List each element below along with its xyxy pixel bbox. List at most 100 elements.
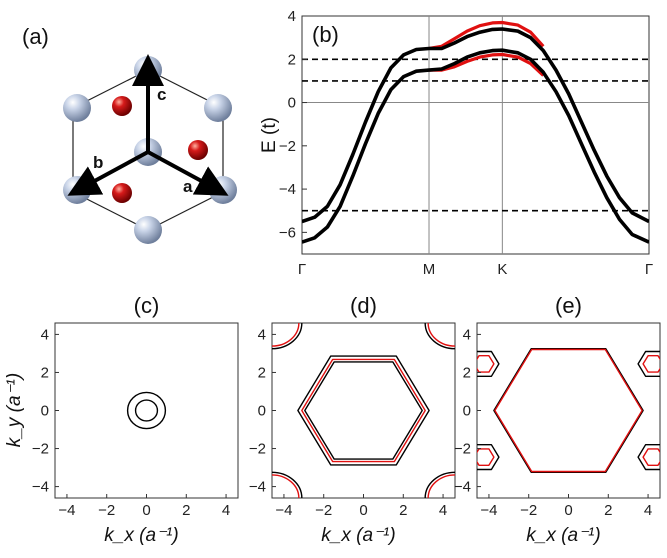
- x-tick-label: 2: [399, 502, 407, 519]
- y-tick-label: 2: [463, 364, 471, 381]
- contour-plot-d: −4 −4 −2 −2 0 0 2 2 4 4 (d) k_x (a⁻¹): [249, 293, 456, 546]
- contour-plot-c: −4 −4 −2 −2 0 0 2 2 4 4 (c) k_x (a⁻¹): [32, 293, 239, 546]
- y-tick-label: 4: [288, 8, 296, 25]
- x-tick-label: 2: [182, 502, 190, 519]
- fermi-hexagon-black: [297, 355, 430, 466]
- y-tick-label: −2: [32, 441, 49, 458]
- x-tick-label: 2: [604, 502, 612, 519]
- side-pocket-black: [637, 444, 660, 471]
- panel-label-d: (d): [350, 293, 377, 318]
- x-tick-label: 0: [142, 502, 150, 519]
- y-tick-label: −2: [279, 138, 296, 155]
- band-line-black: [302, 27, 649, 224]
- y-tick-label: 4: [258, 326, 266, 343]
- x-tick-label: −4: [58, 502, 75, 519]
- kx-axis-label: k_x (a⁻¹): [526, 525, 600, 546]
- corner-pocket-black: [424, 471, 455, 498]
- y-tick-label: −4: [249, 479, 266, 496]
- x-tick-label: −4: [275, 502, 292, 519]
- corner-pocket-red: [427, 474, 455, 498]
- x-tick-label: 4: [222, 502, 230, 519]
- corner-pocket-red: [272, 474, 300, 498]
- y-axis-label: E (t): [259, 117, 280, 153]
- atom-blue: [134, 216, 162, 244]
- atom-blue: [63, 94, 91, 122]
- x-tick-label: Γ: [645, 261, 653, 278]
- panel-label-b: (b): [312, 22, 339, 47]
- lattice-vector-b: [67, 150, 149, 196]
- corner-pocket-red: [427, 323, 455, 347]
- label-vector-c: c: [157, 85, 166, 104]
- y-tick-label: 4: [41, 326, 49, 343]
- y-tick-label: 0: [463, 403, 471, 420]
- contour-plot-e: −4 −4 −2 −2 0 0 2 2 4 4 (e) k_x (a⁻¹): [454, 293, 661, 546]
- y-axis-ticks: 420−2−4−6: [279, 8, 307, 241]
- plot-frame: [54, 322, 239, 499]
- label-vector-b: b: [93, 153, 103, 172]
- lattice-diagram: (a) a b c: [22, 24, 237, 244]
- band-line-black: [302, 48, 649, 244]
- x-tick-label: −4: [480, 502, 497, 519]
- y-tick-label: −4: [32, 479, 49, 496]
- panel-label-e: (e): [555, 293, 582, 318]
- y-tick-label: 0: [258, 403, 266, 420]
- y-tick-label: 2: [258, 364, 266, 381]
- fermi-hexagon-black: [304, 361, 423, 460]
- fermi-hexagon-black: [493, 348, 644, 473]
- reference-lines: [302, 16, 649, 254]
- side-pocket-red: [642, 355, 660, 373]
- side-pocket-black: [477, 350, 500, 377]
- x-tick-label: Γ: [298, 261, 306, 278]
- panel-label-c: (c): [134, 293, 160, 318]
- corner-pocket-black: [272, 471, 303, 498]
- side-pocket-red: [477, 355, 495, 373]
- y-tick-label: −2: [249, 441, 266, 458]
- x-tick-label: M: [423, 261, 436, 278]
- y-tick-label: −4: [454, 479, 471, 496]
- fermi-hexagon-red: [494, 348, 643, 473]
- fermi-hexagon-red: [301, 358, 426, 463]
- side-pocket-black: [477, 444, 500, 471]
- y-tick-label: 4: [463, 326, 471, 343]
- atom-red: [188, 140, 208, 160]
- x-tick-label: 4: [644, 502, 652, 519]
- atom-blue: [63, 176, 91, 204]
- fermi-circle: [134, 399, 159, 422]
- atom-blue: [204, 94, 232, 122]
- x-tick-label: −2: [315, 502, 332, 519]
- plot-frame: [271, 322, 456, 499]
- atom-blue: [209, 176, 237, 204]
- y-tick-label: −6: [279, 224, 296, 241]
- kx-axis-label: k_x (a⁻¹): [104, 525, 178, 546]
- x-tick-label: −2: [520, 502, 537, 519]
- panel-label-a: (a): [22, 24, 49, 49]
- band-line-red: [428, 20, 545, 51]
- x-tick-label: 0: [564, 502, 572, 519]
- corner-pocket-red: [272, 323, 300, 347]
- label-vector-a: a: [183, 177, 193, 196]
- y-tick-label: −4: [279, 181, 296, 198]
- atom-red: [112, 183, 132, 203]
- contour-group: [126, 391, 167, 430]
- band-line-red: [429, 52, 545, 77]
- lattice-vector-a: [147, 150, 229, 196]
- x-tick-label: 0: [359, 502, 367, 519]
- atom-red: [112, 96, 132, 116]
- y-tick-label: 0: [288, 95, 296, 112]
- contour-group: [272, 323, 455, 498]
- x-tick-label: 4: [439, 502, 447, 519]
- fermi-circle: [126, 391, 167, 430]
- plot-frame: [301, 15, 650, 255]
- y-tick-label: −2: [454, 441, 471, 458]
- ky-axis-label: k_y (a⁻¹): [4, 373, 25, 447]
- x-tick-label: −2: [98, 502, 115, 519]
- band-series: [302, 20, 649, 244]
- kx-axis-label: k_x (a⁻¹): [321, 525, 395, 546]
- side-pocket-red: [477, 448, 495, 466]
- y-tick-label: 0: [41, 403, 49, 420]
- side-pocket-red: [642, 448, 660, 466]
- y-tick-label: 2: [41, 364, 49, 381]
